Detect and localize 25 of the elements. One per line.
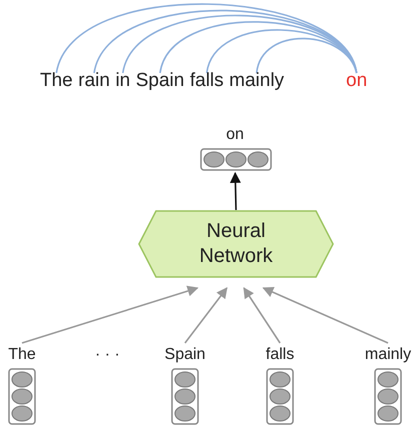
word: rain	[78, 70, 110, 92]
arrow	[230, 172, 241, 210]
connector-arc	[256, 38, 358, 74]
word: in	[115, 70, 130, 92]
arrow	[262, 286, 388, 344]
word: on	[346, 70, 368, 92]
word-label: The	[8, 345, 36, 365]
connector-arc	[159, 21, 358, 74]
word: The	[40, 70, 73, 92]
word-label: Spain	[164, 345, 206, 365]
connector-arc	[56, 3, 358, 74]
arrow	[22, 286, 199, 344]
word-label: falls	[266, 345, 294, 365]
connector-arc	[206, 29, 358, 74]
word: mainly	[229, 70, 284, 92]
arrow	[184, 287, 228, 344]
node-label: Neural Network	[198, 219, 274, 269]
word-label: on	[226, 125, 244, 145]
word: falls	[190, 70, 224, 92]
ellipsis: · · ·	[95, 345, 120, 365]
arrow	[243, 287, 281, 344]
connector-arc	[93, 10, 358, 74]
connector-arc	[122, 14, 358, 74]
word-label: mainly	[364, 345, 412, 365]
word: Spain	[136, 70, 184, 92]
